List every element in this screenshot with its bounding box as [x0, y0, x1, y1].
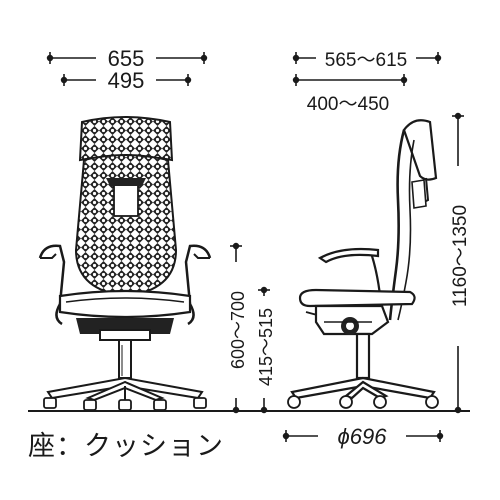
- front-right-armrest: [184, 244, 212, 326]
- front-headrest: [78, 116, 174, 162]
- front-view-chair: [38, 116, 212, 411]
- dim-seat-depth-label: 400〜450: [307, 94, 389, 115]
- seat-material-caption: 座：クッション: [28, 431, 224, 462]
- side-view-chair: [287, 119, 439, 409]
- dim-overall-width-line: [46, 52, 208, 64]
- side-casters: [287, 395, 439, 409]
- dim-armrest-height-label: 600〜700: [228, 291, 248, 369]
- dim-overall-width-label: 655: [108, 46, 145, 71]
- dim-overall-depth-label: 565〜615: [325, 50, 407, 71]
- side-gas-column: [355, 332, 371, 380]
- dim-armrest-height-line: [230, 242, 242, 414]
- dim-seat-width-label: 495: [108, 68, 145, 93]
- side-armrest: [317, 247, 380, 264]
- front-backrest: [74, 154, 178, 298]
- front-left-armrest: [38, 244, 66, 326]
- side-seat: [298, 288, 416, 308]
- front-gas-column: [118, 339, 132, 379]
- dim-overall-height-label: 1160〜1350: [450, 205, 471, 307]
- side-headrest: [402, 119, 438, 181]
- dim-overall-depth-line: [292, 52, 442, 64]
- dim-base-diameter-line: [282, 430, 444, 442]
- dim-base-diameter-label: ϕ696: [338, 424, 388, 449]
- dim-overall-height-line: [452, 112, 464, 414]
- dim-seat-width-line: [60, 74, 192, 86]
- dim-seat-height-label: 415〜515: [256, 308, 276, 386]
- dim-seat-height-line: [258, 286, 270, 414]
- front-casters: [43, 397, 207, 411]
- dim-seat-depth-line: [292, 74, 408, 86]
- front-seat: [58, 289, 192, 319]
